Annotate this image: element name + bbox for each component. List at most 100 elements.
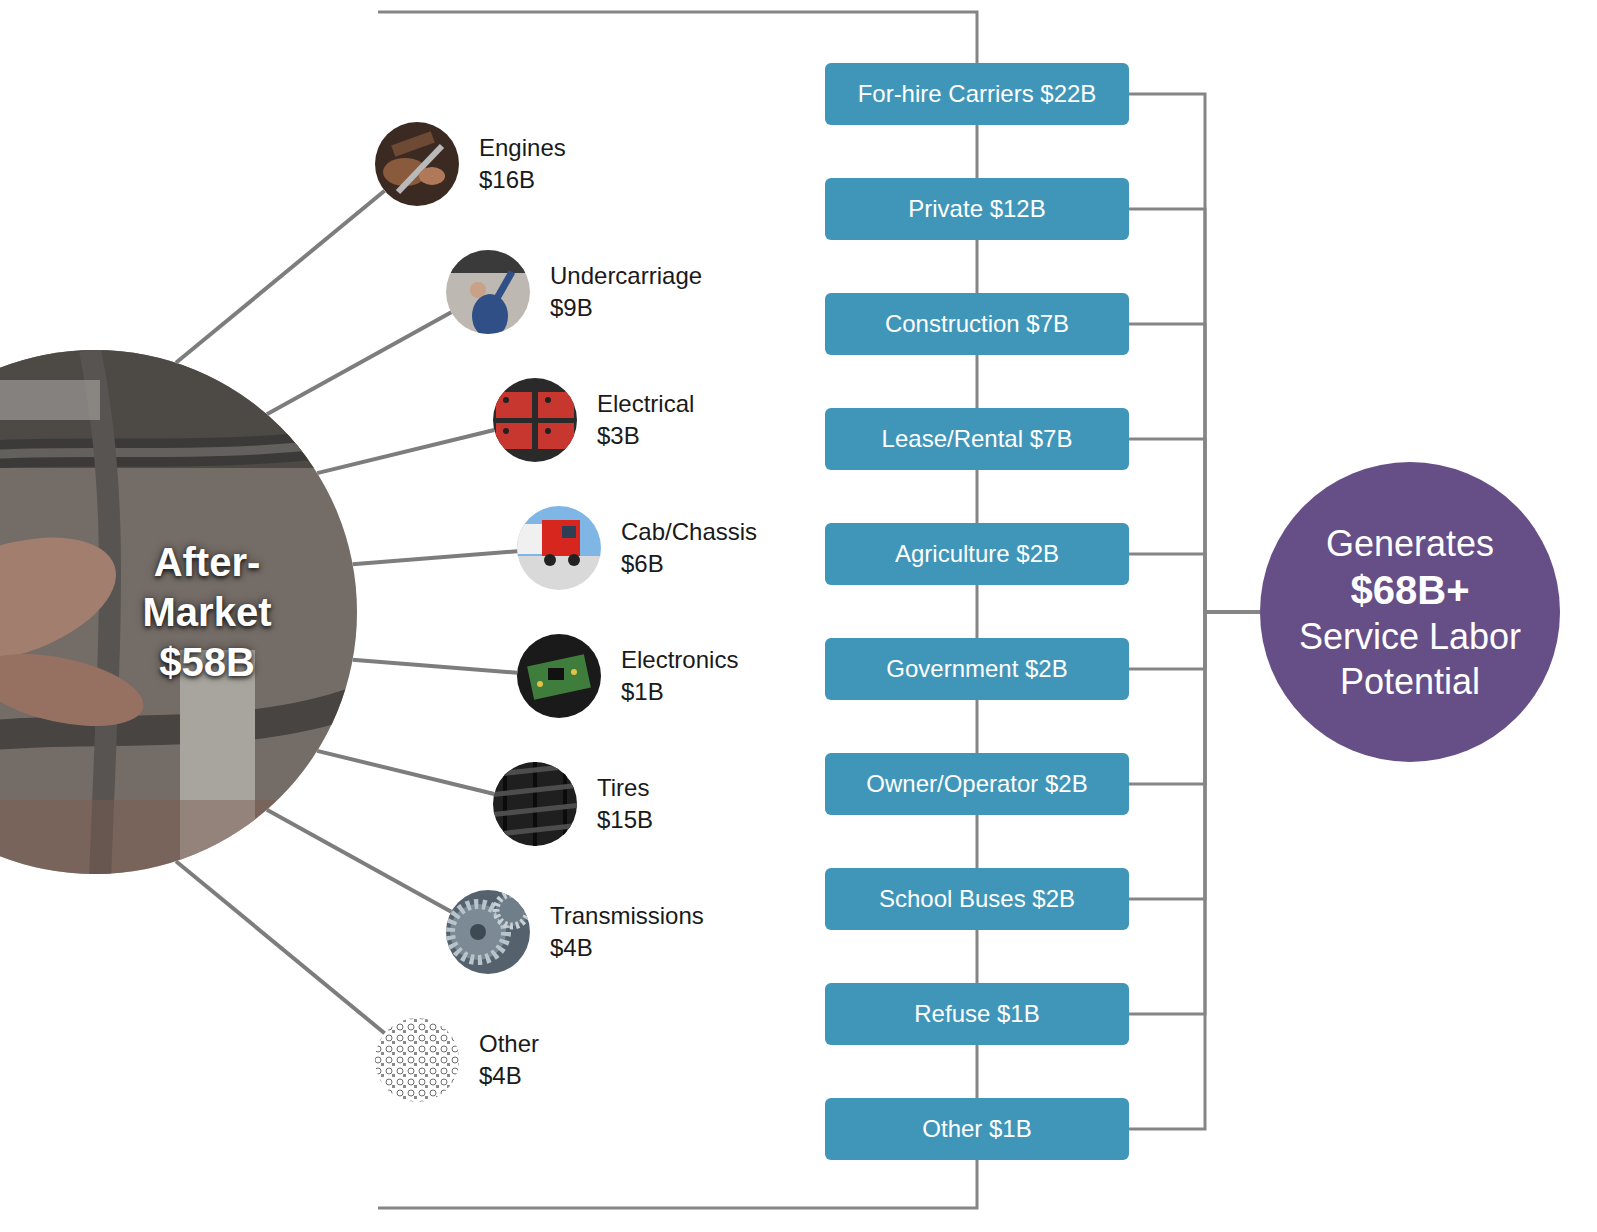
transmissions-icon (441, 885, 535, 979)
connector-line (353, 660, 518, 673)
icon-ground (488, 373, 582, 467)
connector-line (176, 191, 385, 363)
segment-box: Other $1B (825, 1098, 1129, 1160)
mechanic-body (472, 294, 508, 338)
category-circle: Cab/Chassis $6B (517, 506, 601, 590)
category-circle: Other $4B (375, 1018, 459, 1102)
segment-label: Other $1B (922, 1114, 1031, 1144)
segment-label: Owner/Operator $2B (866, 769, 1087, 799)
cab-chassis-icon (508, 501, 606, 596)
tires-icon (488, 757, 582, 851)
circle-outline (517, 634, 601, 718)
category-label: Transmissions $4B (550, 900, 707, 964)
wheel (568, 554, 580, 566)
category-circle: Electrical $3B (493, 378, 577, 462)
battery-cap (503, 428, 509, 434)
connector-line (1129, 554, 1260, 612)
circle-fill (493, 762, 577, 846)
category-label: Electronics $1B (621, 644, 742, 708)
total-label: $68B+ (1351, 566, 1470, 614)
icon-ground (441, 885, 535, 979)
connector-line (267, 810, 451, 912)
icon-ground (488, 757, 582, 851)
component (571, 669, 577, 675)
segment-box: Refuse $1B (825, 983, 1129, 1045)
circle-fill (375, 122, 459, 206)
connector-line (976, 585, 979, 638)
segment-box: School Buses $2B (825, 868, 1129, 930)
connector-line (976, 240, 979, 293)
connector-line (267, 312, 451, 414)
connector-line (1129, 612, 1260, 1129)
engine-part (391, 131, 435, 157)
connector-line (317, 430, 494, 473)
circle-outline (446, 250, 530, 334)
circle-fill (517, 634, 601, 718)
category-circle: Transmissions $4B (446, 890, 530, 974)
battery-cap (545, 397, 551, 403)
segment-label: School Buses $2B (879, 884, 1075, 914)
tread-block (488, 765, 582, 835)
undercarriage-icon (441, 245, 535, 339)
segment-box: Agriculture $2B (825, 523, 1129, 585)
trailer (508, 524, 544, 554)
connector-line (317, 751, 494, 794)
segment-label: Construction $7B (885, 309, 1069, 339)
circle-outline (493, 762, 577, 846)
circle-outline (493, 378, 577, 462)
segment-box: Lease/Rental $7B (825, 408, 1129, 470)
connector-line (976, 125, 979, 178)
battery (496, 392, 532, 418)
gear-hub (470, 924, 486, 940)
circle-fill (375, 1018, 459, 1102)
segment-box: Private $12B (825, 178, 1129, 240)
circle-fill (1260, 462, 1560, 762)
hand (419, 167, 445, 185)
total-label: Generates (1326, 521, 1494, 566)
circle-outline (375, 1018, 459, 1102)
tread-groove (563, 757, 567, 851)
total-circle: Generates$68B+Service Labor Potential (1260, 462, 1560, 762)
segment-label: For-hire Carriers $22B (858, 79, 1097, 109)
segment-box: For-hire Carriers $22B (825, 63, 1129, 125)
connector-line (976, 470, 979, 523)
category-label: Tires $15B (597, 772, 653, 836)
engines-icon (370, 118, 464, 212)
connector-line (353, 551, 518, 564)
rail-line (378, 12, 977, 63)
connector-line (176, 861, 385, 1033)
category-circle: Engines $16B (375, 122, 459, 206)
icon-ground (512, 629, 606, 723)
connector-line (1129, 612, 1260, 899)
connector-line (1129, 439, 1260, 612)
rail-line (378, 1160, 977, 1208)
segment-label: Government $2B (886, 654, 1067, 684)
battery (496, 423, 532, 449)
connector-line (1129, 612, 1260, 1014)
battery-cap (503, 397, 509, 403)
battery (538, 392, 574, 418)
gear (496, 894, 528, 926)
segment-box: Construction $7B (825, 293, 1129, 355)
connector-line (976, 355, 979, 408)
circle-outline (517, 506, 601, 590)
category-circle: Tires $15B (493, 762, 577, 846)
connector-line (976, 930, 979, 983)
segment-box: Government $2B (825, 638, 1129, 700)
tread-groove (503, 757, 507, 851)
segment-label: Lease/Rental $7B (882, 424, 1073, 454)
circle-outline (446, 890, 530, 974)
mechanic-arm (496, 272, 512, 300)
connector-line (1129, 612, 1260, 784)
category-circle: Electronics $1B (517, 634, 601, 718)
category-label: Engines $16B (479, 132, 569, 196)
chip (548, 668, 564, 680)
component (537, 681, 543, 687)
category-label: Electrical $3B (597, 388, 698, 452)
connector-line (1129, 94, 1260, 612)
segment-box: Owner/Operator $2B (825, 753, 1129, 815)
truck-cab (542, 520, 580, 556)
icon-ground (370, 1013, 464, 1107)
circle-outline (1260, 462, 1560, 762)
category-circle: Undercarriage $9B (446, 250, 530, 334)
